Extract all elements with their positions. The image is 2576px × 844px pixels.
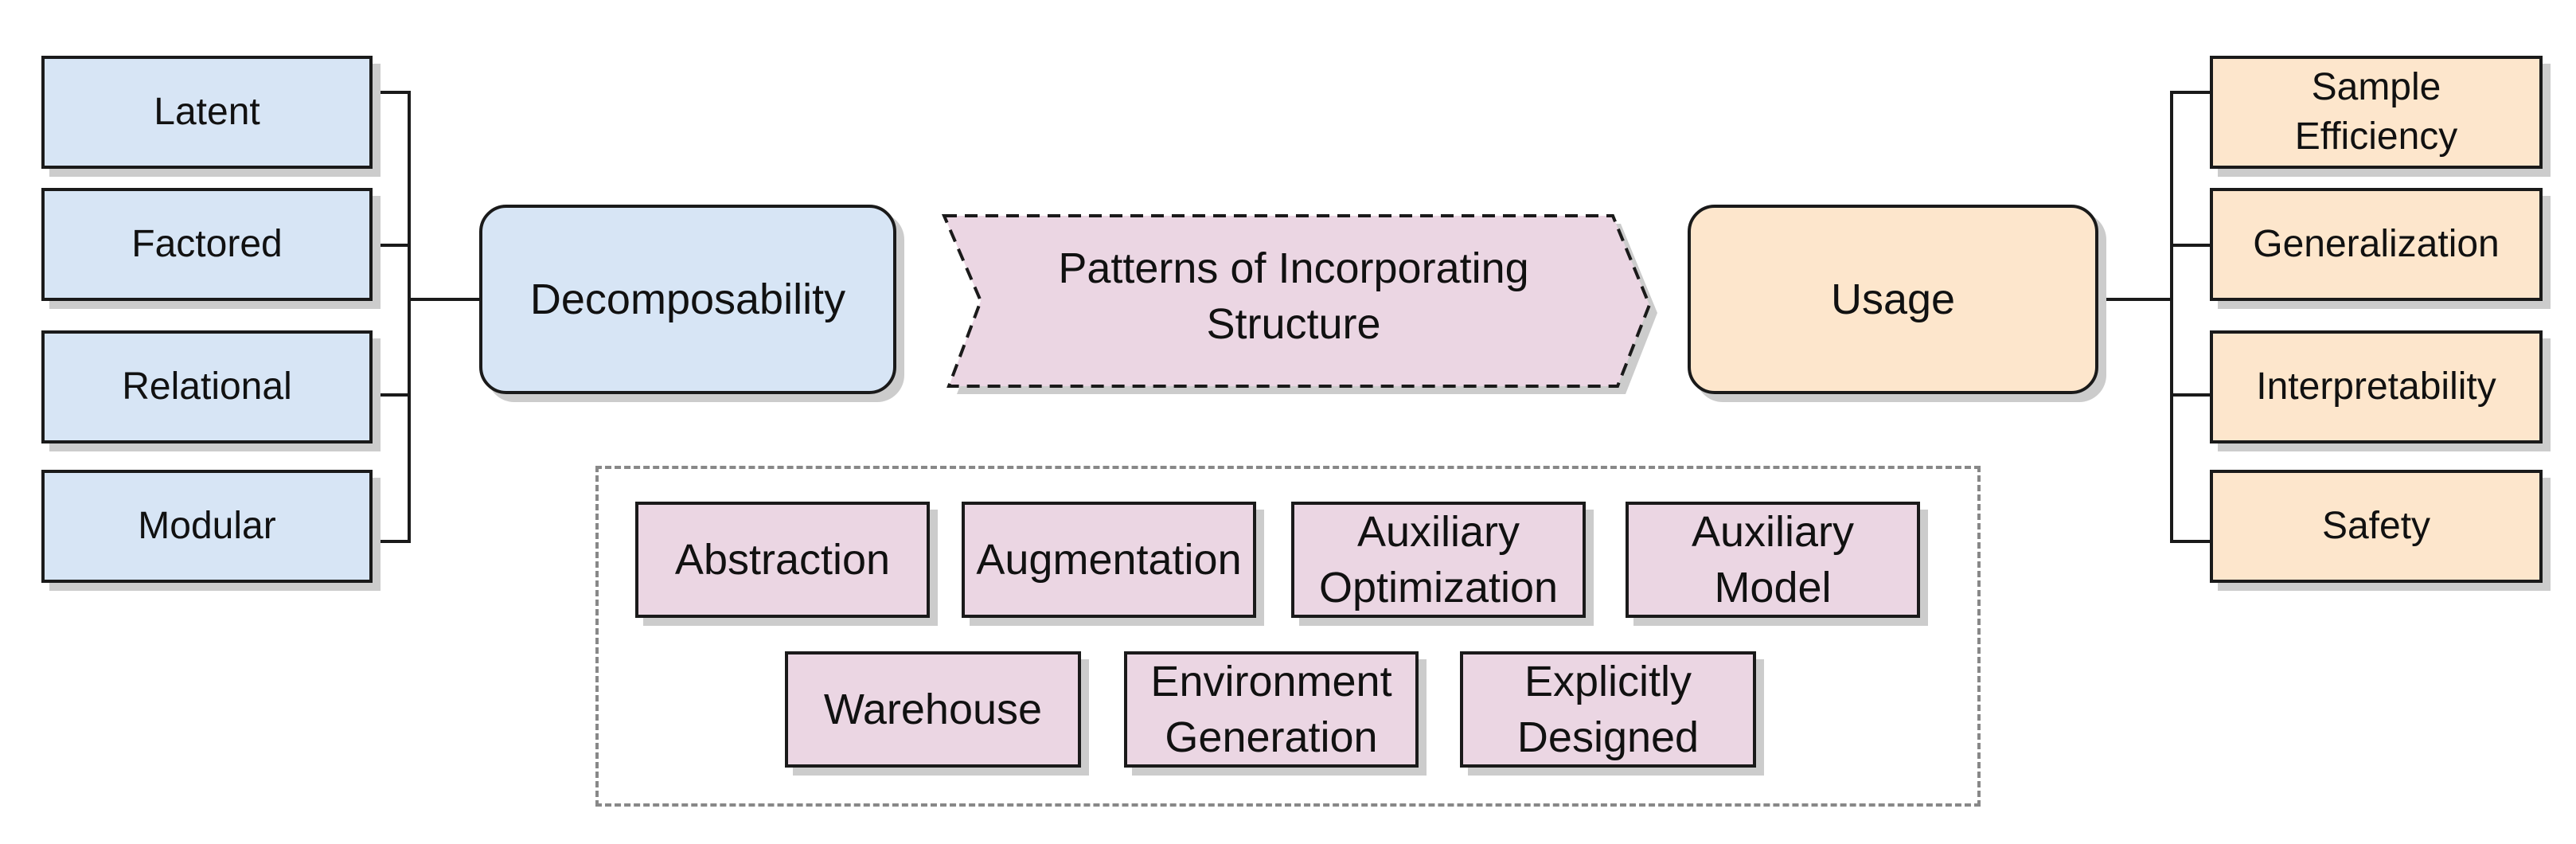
pattern-label: Explicitly Designed: [1516, 657, 1700, 761]
pattern-auxiliary-model: Auxiliary Model: [1626, 502, 1920, 618]
pattern-label: Auxiliary Model: [1691, 507, 1855, 612]
pattern-label: Auxiliary Optimization: [1318, 507, 1559, 612]
leaf-sample-efficiency: Sample Efficiency: [2210, 56, 2543, 169]
leaf-relational: Relational: [41, 330, 373, 443]
leaf-label: Relational: [122, 365, 292, 408]
patterns-group: [595, 466, 1981, 807]
pattern-warehouse: Warehouse: [785, 651, 1081, 768]
leaf-generalization: Generalization: [2210, 188, 2543, 301]
pattern-label: Abstraction: [674, 535, 891, 584]
leaf-label: Factored: [131, 222, 283, 265]
leaf-modular: Modular: [41, 470, 373, 583]
leaf-factored: Factored: [41, 188, 373, 301]
hub-label: Usage: [1830, 275, 1956, 323]
leaf-label: Safety: [2321, 504, 2431, 547]
hub-usage: Usage: [1688, 205, 2098, 394]
leaf-label: Generalization: [2253, 222, 2500, 265]
pattern-environment-generation: Environment Generation: [1124, 651, 1419, 768]
pattern-label: Warehouse: [823, 685, 1043, 733]
hub-decomposability: Decomposability: [479, 205, 896, 394]
pattern-explicitly-designed: Explicitly Designed: [1460, 651, 1756, 768]
leaf-label: Latent: [154, 90, 260, 133]
pattern-auxiliary-optimization: Auxiliary Optimization: [1291, 502, 1586, 618]
leaf-label: Modular: [138, 504, 276, 547]
pattern-abstraction: Abstraction: [635, 502, 930, 618]
leaf-latent: Latent: [41, 56, 373, 169]
patterns-title: Patterns of Incorporating Structure: [1058, 244, 1529, 348]
pattern-label: Environment Generation: [1150, 657, 1392, 761]
hub-label: Decomposability: [529, 275, 846, 323]
pattern-label: Augmentation: [976, 535, 1242, 584]
leaf-label: Interpretability: [2256, 365, 2496, 408]
pattern-augmentation: Augmentation: [962, 502, 1256, 618]
leaf-interpretability: Interpretability: [2210, 330, 2543, 443]
leaf-label: Sample Efficiency: [2294, 65, 2458, 158]
leaf-safety: Safety: [2210, 470, 2543, 583]
